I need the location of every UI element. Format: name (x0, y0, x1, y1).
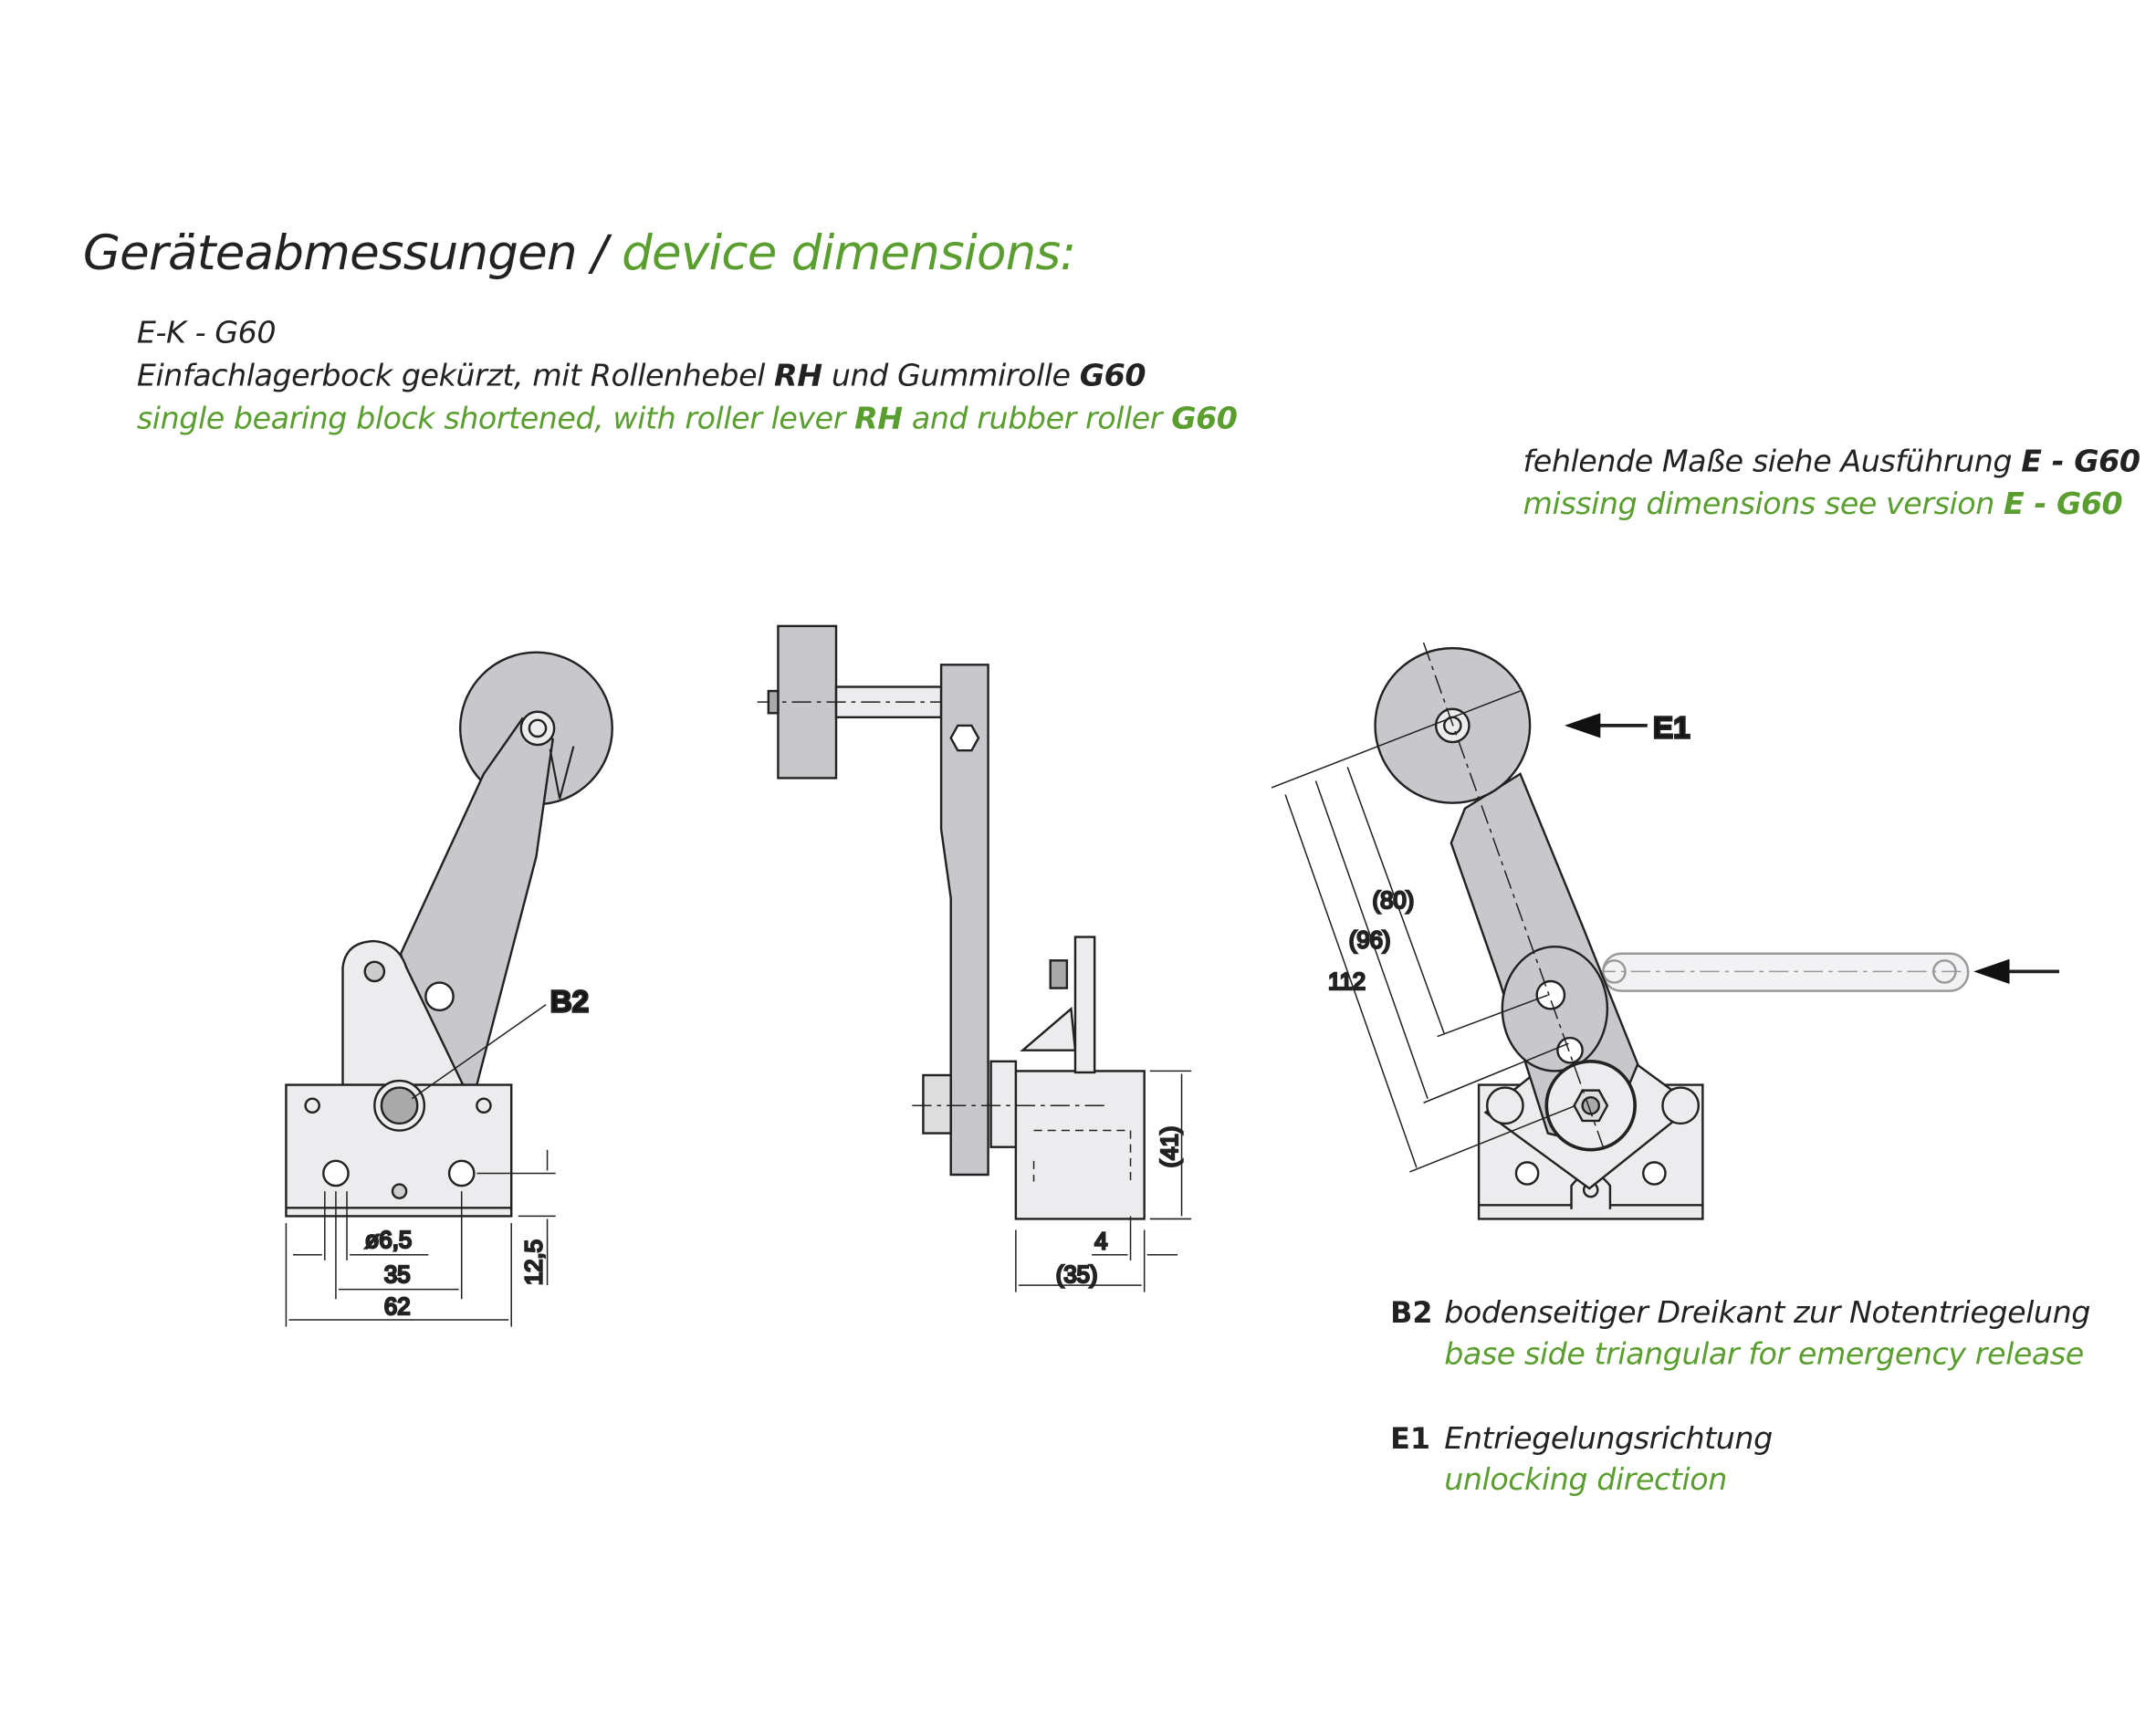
side-view: (41) 4 (35) (757, 624, 1192, 1292)
dim-hole-diameter: ø6,5 (365, 1228, 412, 1253)
description-en: single bearing block shortened, with rol… (136, 402, 1238, 437)
dim-depth: (35) (1056, 1262, 1098, 1288)
dim-side-height: (41) (1157, 1126, 1183, 1168)
dim-offset: 4 (1094, 1229, 1107, 1255)
legend-b2-en: base side triangular for emergency relea… (1444, 1337, 2084, 1373)
dim-hole-spacing: 35 (384, 1262, 411, 1288)
dim-height: 12,5 (522, 1240, 548, 1285)
dim-lever-112: 112 (1328, 969, 1366, 995)
dim-lever-96: (96) (1349, 928, 1391, 954)
front-view: ø6,5 35 62 12,5 B2 (285, 651, 613, 1327)
legend-e1-en: unlocking direction (1444, 1463, 1727, 1499)
lever-side (939, 664, 989, 1177)
legend-b2-de: bodenseitiger Dreikant zur Notentriegelu… (1444, 1296, 2090, 1332)
legend-key-b2: B2 (1390, 1296, 1433, 1330)
arrow-actuation-icon (1973, 958, 2060, 985)
legend-key-e1: E1 (1390, 1422, 1431, 1456)
dim-width: 62 (384, 1294, 411, 1320)
page-title: Geräteabmessungen / device dimensions: (82, 226, 1076, 282)
description-de: Einfachlagerbock gekürzt, mit Rollenhebe… (136, 359, 1146, 394)
note-de: fehlende Maße siehe Ausführung E - G60 (1523, 445, 2140, 480)
angled-view: (80) (96) 112 E1 (1271, 642, 2060, 1220)
arrow-e1-icon (1564, 713, 1648, 738)
model-name: E-K - G60 (136, 316, 277, 351)
callout-b2: B2 (550, 985, 590, 1019)
dim-lever-80: (80) (1373, 888, 1415, 914)
housing-side (1014, 1070, 1146, 1220)
note-en: missing dimensions see version E - G60 (1523, 487, 2123, 523)
callout-e1: E1 (1653, 712, 1690, 746)
legend-e1-de: Entriegelungsrichtung (1444, 1422, 1773, 1457)
